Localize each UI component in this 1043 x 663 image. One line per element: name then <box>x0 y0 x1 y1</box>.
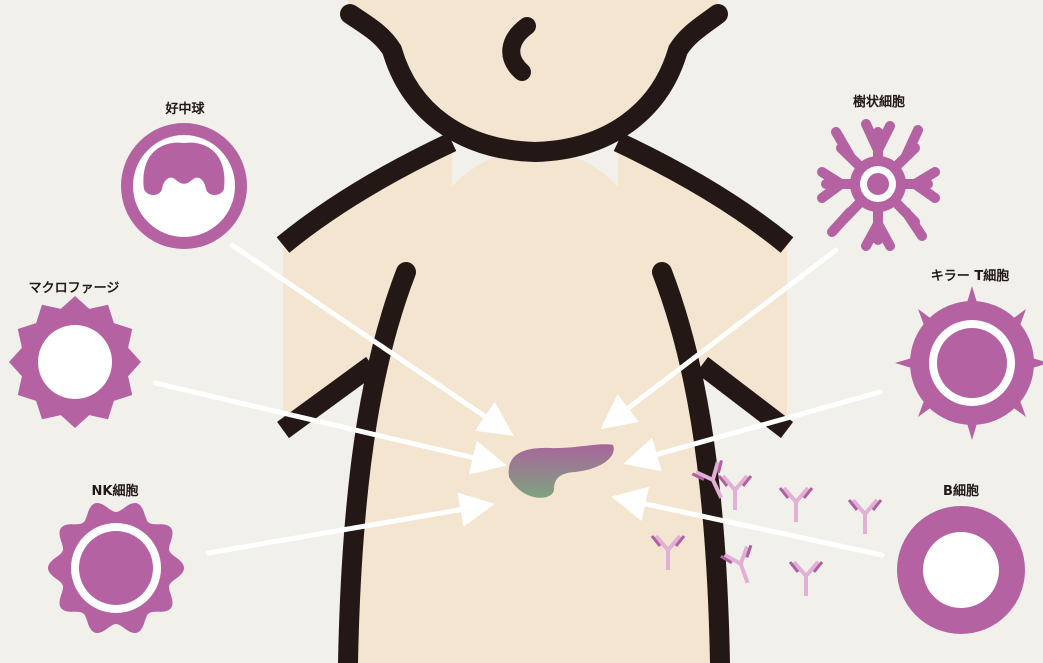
nk-cell <box>48 503 184 633</box>
macrophage-cell <box>9 296 141 428</box>
dendritic-cell <box>822 124 935 246</box>
antibody-icon <box>849 500 881 534</box>
neutrophil-label: 好中球 <box>165 98 204 117</box>
nk-label: NK細胞 <box>92 480 139 499</box>
neutrophil-cell <box>121 123 247 249</box>
killer-t-label: キラー T細胞 <box>931 265 1009 284</box>
killer-t-cell <box>895 286 1043 440</box>
antibody-icon <box>719 476 751 510</box>
macrophage-label: マクロファージ <box>29 277 120 296</box>
b-cell-label: B細胞 <box>943 480 979 499</box>
antibody-icon <box>721 545 763 588</box>
dendritic-label: 樹状細胞 <box>853 91 905 110</box>
antibody-icon <box>790 562 822 596</box>
antibody-icon <box>780 488 812 522</box>
b-cell <box>897 506 1025 634</box>
